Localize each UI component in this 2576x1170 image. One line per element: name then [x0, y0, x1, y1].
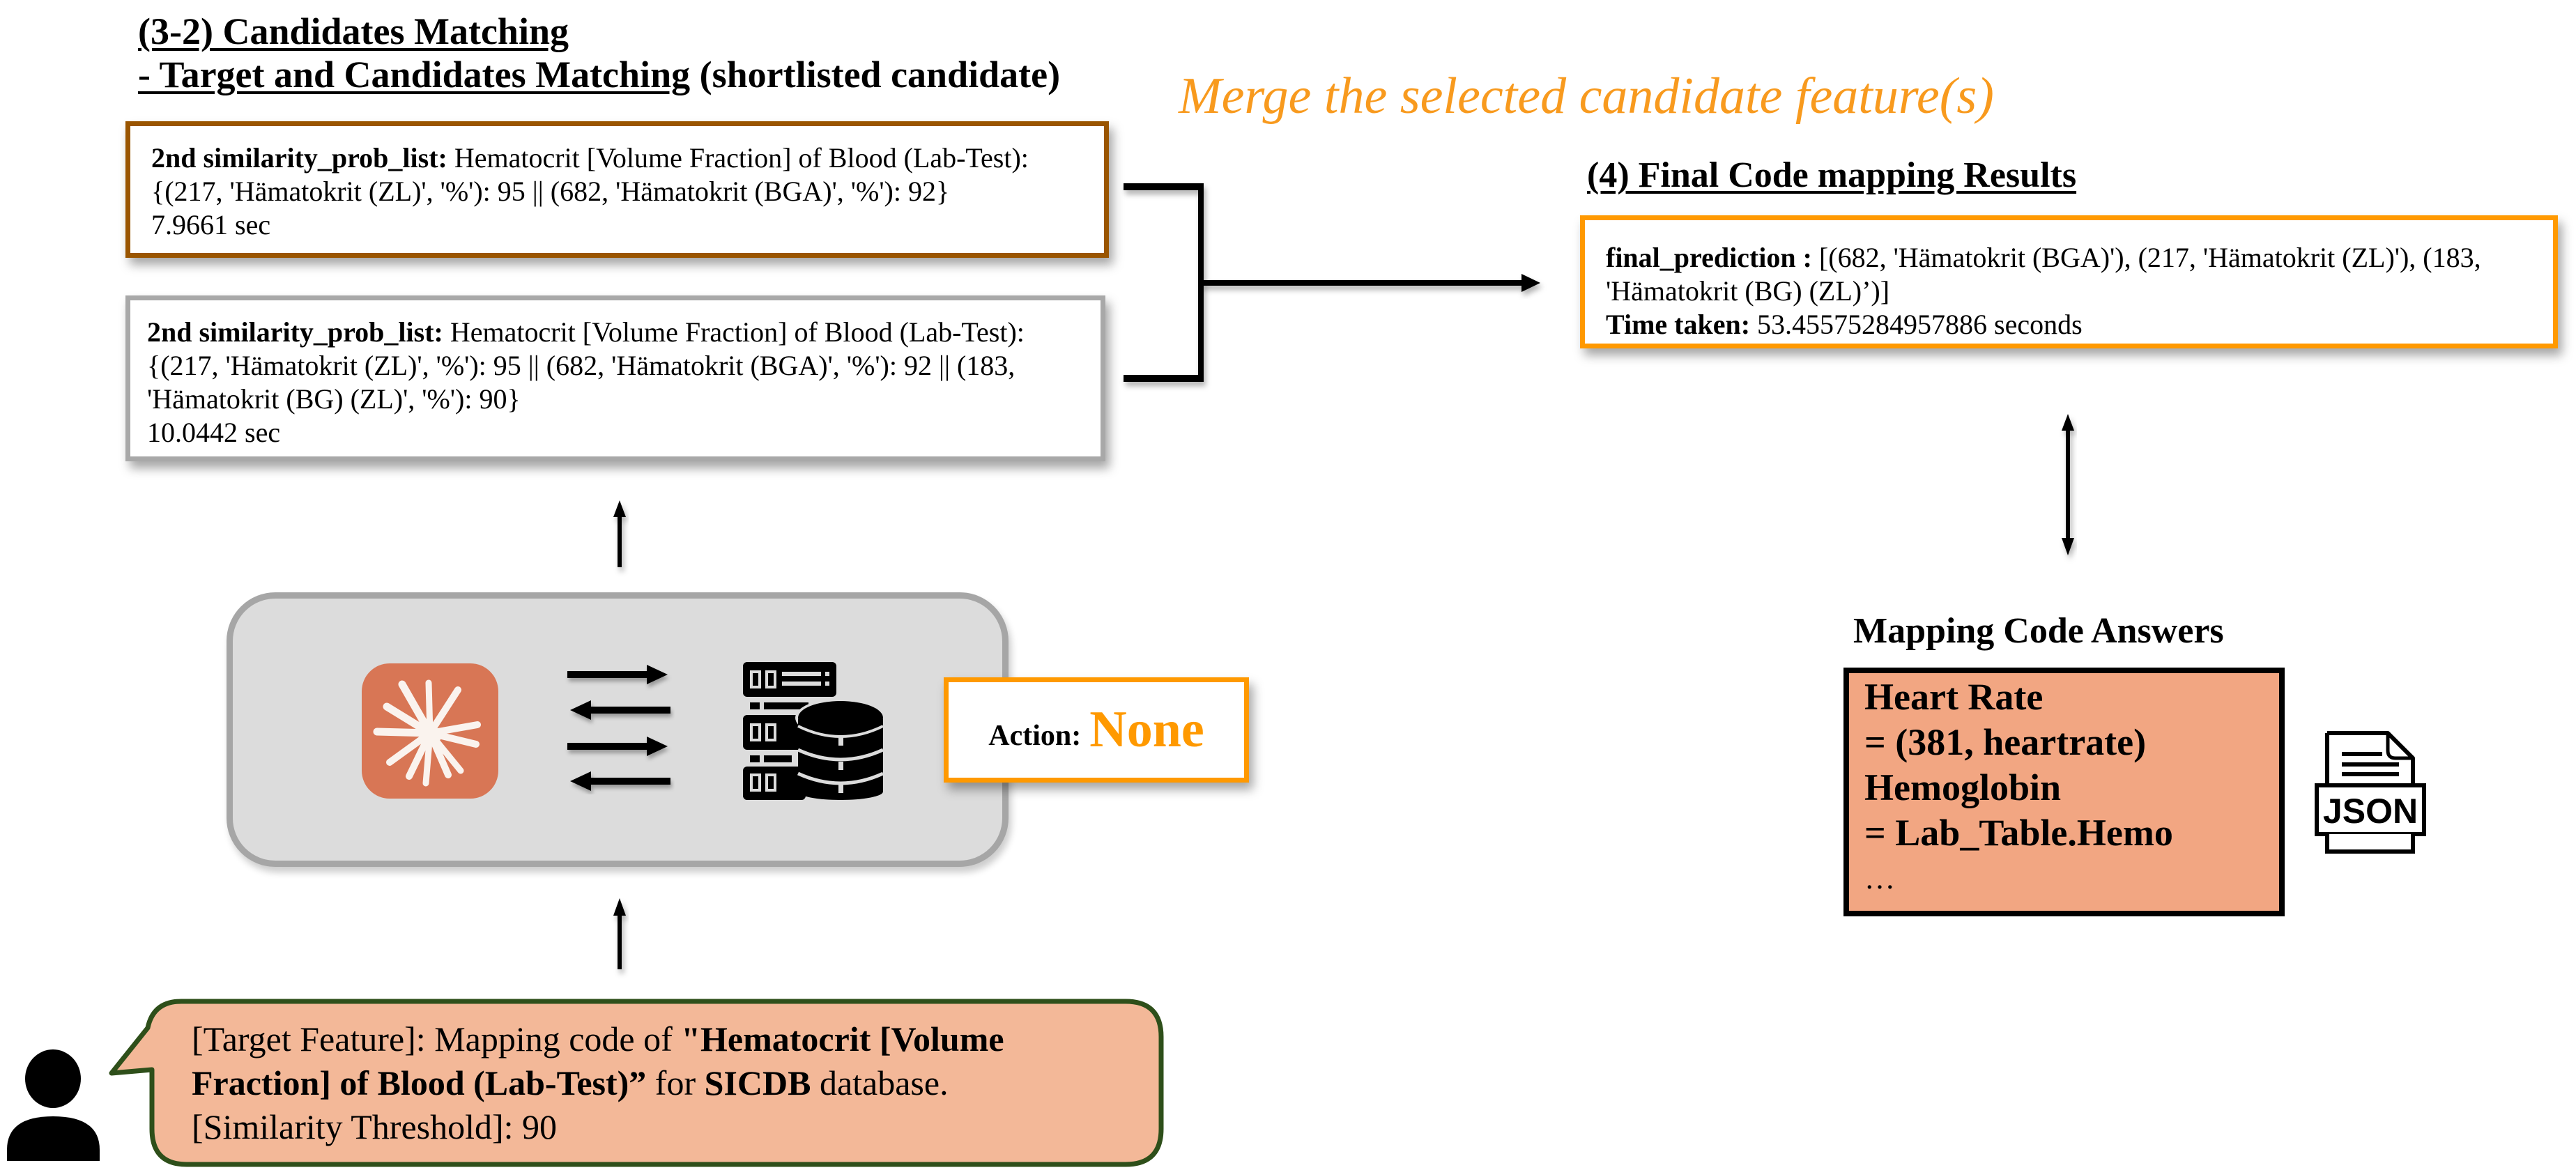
action-value: None	[1089, 701, 1204, 758]
answers-box: Heart Rate = (381, heartrate) Hemoglobin…	[1843, 668, 2285, 916]
candidate-label: 2nd similarity_prob_list:	[151, 142, 447, 174]
candidate-list-line: 'Hämatokrit (BG) (ZL)', '%'): 90}	[147, 383, 521, 415]
merge-label: Merge the selected candidate feature(s)	[1179, 68, 1994, 125]
similarity-threshold: [Similarity Threshold]: 90	[192, 1107, 558, 1146]
final-results-box: final_prediction : [(682, 'Hämatokrit (B…	[1580, 215, 2558, 348]
json-file-icon: JSON	[2315, 731, 2426, 854]
candidate-box-2: 2nd similarity_prob_list: Hematocrit [Vo…	[125, 295, 1105, 461]
answer-line: = (381, heartrate)	[1864, 721, 2147, 763]
answer-line: Hemoglobin	[1864, 767, 2062, 808]
candidate-target: Hematocrit [Volume Fraction] of Blood (L…	[443, 316, 1025, 348]
final-prediction-value-cont: 'Hämatokrit (BG) (ZL)’)]	[1606, 275, 1890, 307]
action-box: Action: None	[944, 677, 1249, 783]
action-label: Action:	[988, 719, 1082, 752]
user-request-text: [Target Feature]: Mapping code of "Hemat…	[192, 1017, 1004, 1149]
for-text: for	[646, 1063, 705, 1102]
bidirectional-arrow	[2062, 414, 2074, 555]
claude-starburst-icon	[362, 663, 498, 799]
final-prediction-value: [(682, 'Hämatokrit (BGA)'), (217, 'Hämat…	[1811, 242, 2481, 273]
final-results-heading: (4) Final Code mapping Results	[1587, 155, 2076, 196]
user-icon	[7, 1049, 100, 1161]
merge-arrow	[1201, 274, 1540, 292]
json-label: JSON	[2323, 792, 2418, 831]
target-feature-prefix: [Target Feature]: Mapping code of	[192, 1019, 682, 1059]
candidate-time: 7.9661 sec	[151, 209, 271, 240]
candidate-label: 2nd similarity_prob_list:	[147, 316, 443, 348]
arrow-left-icon	[570, 700, 670, 720]
arrow-left-icon	[570, 771, 670, 791]
database-suffix: database.	[811, 1063, 949, 1102]
up-arrow-to-candidates	[613, 500, 626, 567]
candidate-time: 10.0442 sec	[147, 417, 281, 448]
time-taken-value: 53.45575284957886 seconds	[1750, 309, 2083, 340]
up-arrow-to-agent	[613, 898, 626, 969]
candidate-list-line: {(217, 'Hämatokrit (ZL)', '%'): 95 || (6…	[147, 350, 1015, 381]
arrow-right-icon	[567, 737, 668, 756]
time-taken-label: Time taken:	[1606, 309, 1751, 340]
merge-bracket	[1124, 183, 1204, 382]
final-results-title: (4) Final Code mapping Results	[1587, 155, 2077, 195]
answers-title: Mapping Code Answers	[1853, 611, 2224, 651]
heading-line2-underlined: - Target and Candidates Matching	[138, 54, 691, 95]
target-feature-name: "Hematocrit [Volume	[681, 1019, 1004, 1059]
candidate-box-1: 2nd similarity_prob_list: Hematocrit [Vo…	[125, 121, 1109, 258]
answer-line: = Lab_Table.Hemo	[1864, 812, 2173, 854]
candidate-target: Hematocrit [Volume Fraction] of Blood (L…	[447, 142, 1029, 174]
final-prediction-label: final_prediction :	[1606, 242, 1812, 273]
section-3-2-heading: (3-2) Candidates Matching - Target and C…	[138, 10, 1060, 96]
heading-line1: (3-2) Candidates Matching	[138, 10, 569, 52]
server-database-icon	[743, 662, 884, 800]
exchange-arrows	[567, 665, 670, 791]
answer-ellipsis: …	[1864, 861, 1895, 895]
target-feature-name-cont: Fraction] of Blood (Lab-Test)”	[192, 1063, 647, 1102]
arrow-right-icon	[567, 665, 668, 684]
heading-line2-rest: (shortlisted candidate)	[690, 54, 1061, 95]
answer-line: Heart Rate	[1864, 676, 2044, 718]
candidate-list-line: {(217, 'Hämatokrit (ZL)', '%'): 95 || (6…	[151, 176, 950, 207]
user-request-bubble	[109, 999, 1164, 1167]
database-name: SICDB	[704, 1063, 811, 1102]
